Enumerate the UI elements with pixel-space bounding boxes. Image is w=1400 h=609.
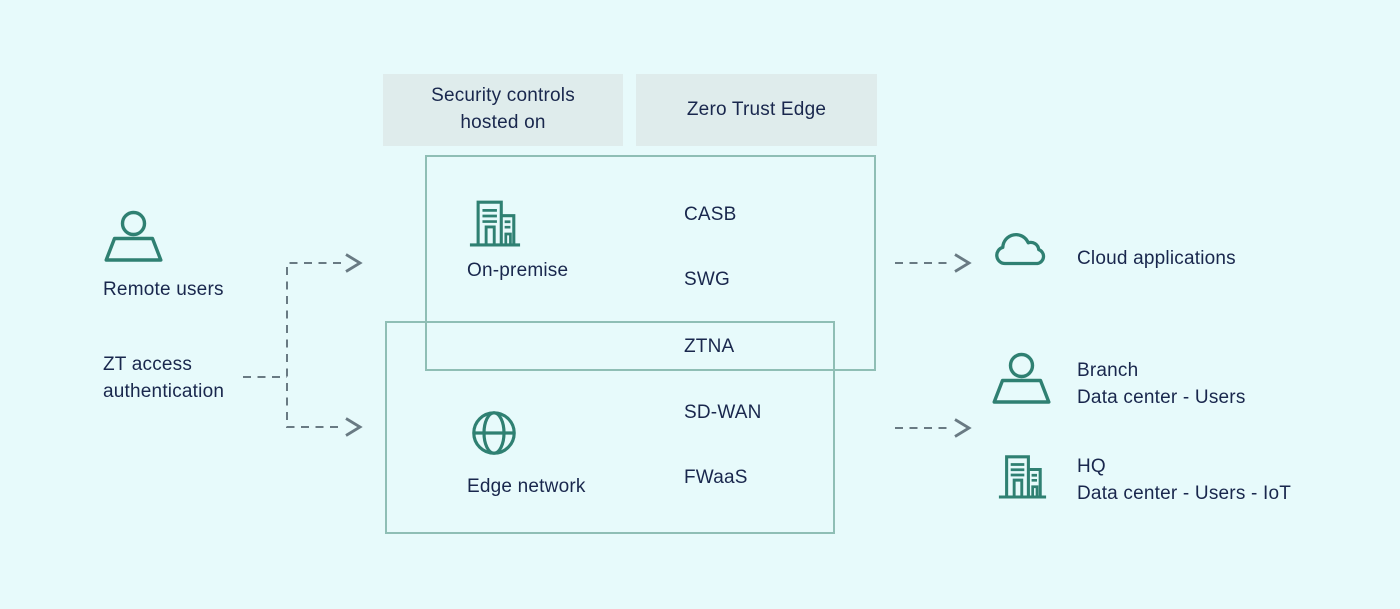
service-sdwan-label: SD-WAN — [684, 402, 762, 423]
service-ztna-label: ZTNA — [684, 336, 735, 357]
header-zero-trust-edge-label: Zero Trust Edge — [686, 98, 827, 120]
on-premise-label: On-premise — [467, 260, 569, 281]
header-security-controls: Security controls hosted on — [383, 74, 623, 146]
remote-users-label: Remote users — [103, 279, 224, 300]
edge-network-box — [385, 321, 835, 534]
service-fwaas-label: FWaaS — [684, 467, 748, 488]
building-icon — [468, 194, 522, 248]
branch-subtitle: Data center - Users — [1077, 387, 1246, 408]
hq-subtitle: Data center - Users - IoT — [1077, 483, 1292, 504]
hq-block: HQ Data center - Users - IoT — [1077, 453, 1291, 507]
user-icon — [992, 351, 1052, 405]
header-zero-trust-edge: Zero Trust Edge — [636, 74, 877, 146]
zt-access-label: ZT access authentication — [103, 354, 225, 402]
branch-title: Branch — [1077, 360, 1139, 381]
header-security-controls-label: Security controls hosted on — [431, 85, 575, 133]
globe-icon — [471, 410, 517, 456]
on-premise-arrowhead-icon — [345, 253, 363, 273]
cloud-icon — [991, 232, 1051, 266]
hq-title: HQ — [1077, 456, 1106, 477]
on-premise-box — [425, 155, 876, 371]
edge-network-label: Edge network — [467, 476, 586, 497]
user-icon — [104, 209, 164, 263]
sites-arrowhead-icon — [954, 418, 972, 438]
service-casb-label: CASB — [684, 204, 737, 225]
branch-block: Branch Data center - Users — [1077, 357, 1246, 411]
cloud-applications-label: Cloud applications — [1077, 248, 1236, 269]
service-swg-label: SWG — [684, 269, 730, 290]
cloud-arrowhead-icon — [954, 253, 972, 273]
building-icon — [997, 450, 1048, 499]
remote-user-fork-dash — [286, 262, 341, 428]
edge-network-arrowhead-icon — [345, 417, 363, 437]
